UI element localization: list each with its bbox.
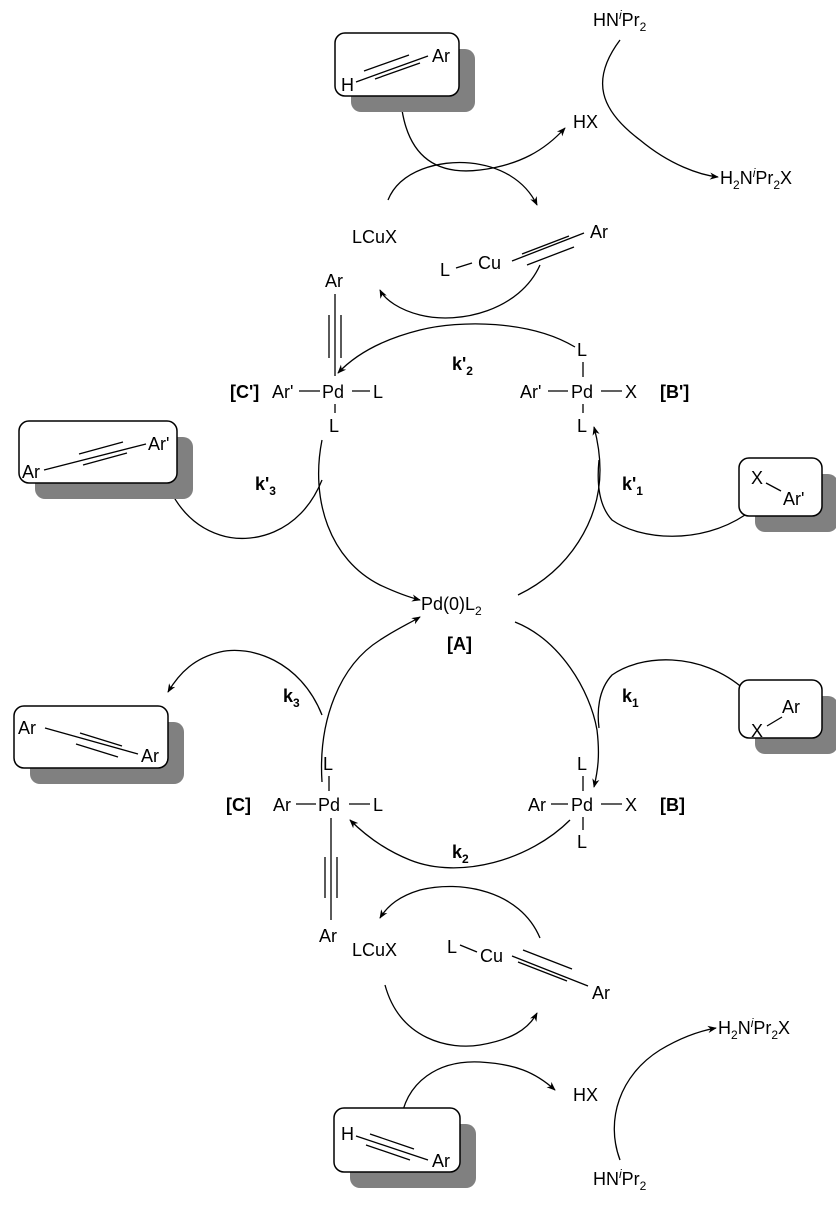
cp-alkyne-ar: Ar — [325, 271, 343, 291]
b-l-top: L — [577, 754, 587, 774]
cp-l-bottom: L — [329, 416, 339, 436]
bottom-ammonium-salt-label: H2NiPr2X — [718, 1016, 790, 1042]
product-lower-ar-right: Ar — [141, 746, 159, 766]
top-alkyne-h: H — [341, 75, 354, 95]
cp-complex-tag: [C'] — [230, 382, 259, 402]
top-amine-label: HNiPr2 — [593, 8, 647, 34]
c-ar: Ar — [273, 795, 291, 815]
pd0-label: Pd(0)L2 — [421, 594, 482, 618]
k3-label: k3 — [283, 686, 300, 710]
cp-l-right: L — [373, 382, 383, 402]
c-to-pd0-arc — [320, 616, 421, 783]
top-cu-cycle-upper-arc — [387, 161, 538, 206]
ar-arprime-product-box — [18, 420, 178, 484]
bottom-alkyne-box — [333, 1107, 461, 1173]
upper-pd-cycle: k'2 Ar [C'] Ar' Pd L L L Ar' Pd X L [B']… — [18, 271, 836, 602]
b-pd: Pd — [571, 795, 593, 815]
product-upper-triple-bond — [43, 441, 147, 471]
x-ar-ar: Ar — [782, 697, 800, 717]
x-ar-box — [738, 679, 823, 739]
bottom-amine-to-salt-arrow — [613, 1025, 717, 1161]
amine-to-salt-arrow — [601, 39, 719, 180]
b-x: X — [625, 795, 637, 815]
top-cu-l: L — [440, 260, 450, 280]
lower-pd-cycle: k1 k3 Ar Ar Ar X L Ar Pd X L [B] L — [13, 616, 836, 946]
top-copper-cycle: HNiPr2 HX H2NiPr2X H Ar LCuX L Cu — [334, 8, 792, 319]
bottom-alkyne-ar: Ar — [432, 1151, 450, 1171]
b-ar: Ar — [528, 795, 546, 815]
b-complex-tag: [B] — [660, 795, 685, 815]
pd0-tag: [A] — [447, 634, 472, 654]
top-cu-label: Cu — [478, 253, 501, 273]
bottom-cu-cycle-lower-arc — [384, 984, 538, 1047]
kp3-label: k'3 — [255, 474, 276, 498]
kp2-transmetalation-arrow — [337, 323, 576, 374]
c-l-top: L — [323, 754, 333, 774]
bottom-alkyne-triple-bond — [355, 1133, 429, 1161]
bottom-alkyne-to-hx-arrow — [399, 1061, 556, 1126]
c-pd: Pd — [318, 795, 340, 815]
top-cu-cycle-lower-arc — [379, 264, 541, 319]
pd0-to-b-arc — [514, 621, 600, 788]
kp1-oxidative-addition-arrow — [597, 459, 746, 537]
x-ar-x: X — [751, 721, 763, 741]
product-upper-arprime: Ar' — [148, 434, 169, 454]
top-alkyne-box — [334, 32, 460, 97]
product-upper-ar: Ar — [22, 462, 40, 482]
cp-arprime: Ar' — [272, 382, 293, 402]
bottom-alkyne-h: H — [341, 1124, 354, 1144]
kp1-label: k'1 — [622, 474, 643, 498]
cp-pd: Pd — [322, 382, 344, 402]
bottom-cu-label: Cu — [480, 946, 503, 966]
top-cu-alkyne-ar: Ar — [590, 222, 608, 242]
top-hx-label: HX — [573, 112, 598, 132]
bp-pd: Pd — [571, 382, 593, 402]
pd0-to-bp-arc — [517, 426, 601, 596]
alkyne-to-hx-arrow — [401, 109, 566, 172]
bottom-cu-l: L — [447, 937, 457, 957]
top-alkyne-triple-bond — [355, 54, 429, 83]
bottom-cu-alkyne-triple-bond — [511, 949, 589, 987]
bp-l-bottom: L — [577, 416, 587, 436]
c-complex-tag: [C] — [226, 795, 251, 815]
bp-l-top: L — [577, 340, 587, 360]
top-ammonium-salt-label: H2NiPr2X — [720, 166, 792, 192]
top-alkyne-ar: Ar — [432, 46, 450, 66]
cp-to-pd0-arc — [318, 439, 421, 602]
kp2-label: k'2 — [452, 354, 473, 378]
kp3-elimination-arrow — [169, 479, 323, 540]
b-l-bottom: L — [577, 832, 587, 852]
c-alkyne-triple-bond — [324, 818, 338, 920]
k1-oxidative-addition-arrow — [597, 659, 746, 729]
x-arprime-ar: Ar' — [783, 489, 804, 509]
product-lower-ar-left: Ar — [18, 718, 36, 738]
top-cu-alkyne-triple-bond — [511, 232, 585, 266]
bottom-hx-label: HX — [573, 1085, 598, 1105]
bp-x: X — [625, 382, 637, 402]
product-lower-triple-bond — [44, 727, 139, 758]
bottom-cu-cycle-upper-arc — [379, 885, 541, 939]
bottom-cu-alkyne-ar: Ar — [592, 983, 610, 1003]
x-arprime-x: X — [751, 468, 763, 488]
k2-transmetalation-arrow — [349, 819, 571, 869]
bottom-lcux-label: LCuX — [352, 940, 397, 960]
x-arprime-box — [738, 457, 823, 517]
bp-arprime: Ar' — [520, 382, 541, 402]
c-l-right: L — [373, 795, 383, 815]
cp-alkyne-triple-bond — [328, 294, 342, 376]
bp-complex-tag: [B'] — [660, 382, 689, 402]
k2-label: k2 — [452, 842, 469, 866]
c-alkyne-ar: Ar — [319, 926, 337, 946]
top-lcux-label: LCuX — [352, 227, 397, 247]
k1-label: k1 — [622, 686, 639, 710]
bottom-copper-cycle: LCuX L Cu Ar HX H2NiPr2X HNiPr2 H Ar — [333, 885, 790, 1193]
bottom-amine-label: HNiPr2 — [593, 1167, 647, 1193]
k3-elimination-arrow — [167, 649, 323, 716]
